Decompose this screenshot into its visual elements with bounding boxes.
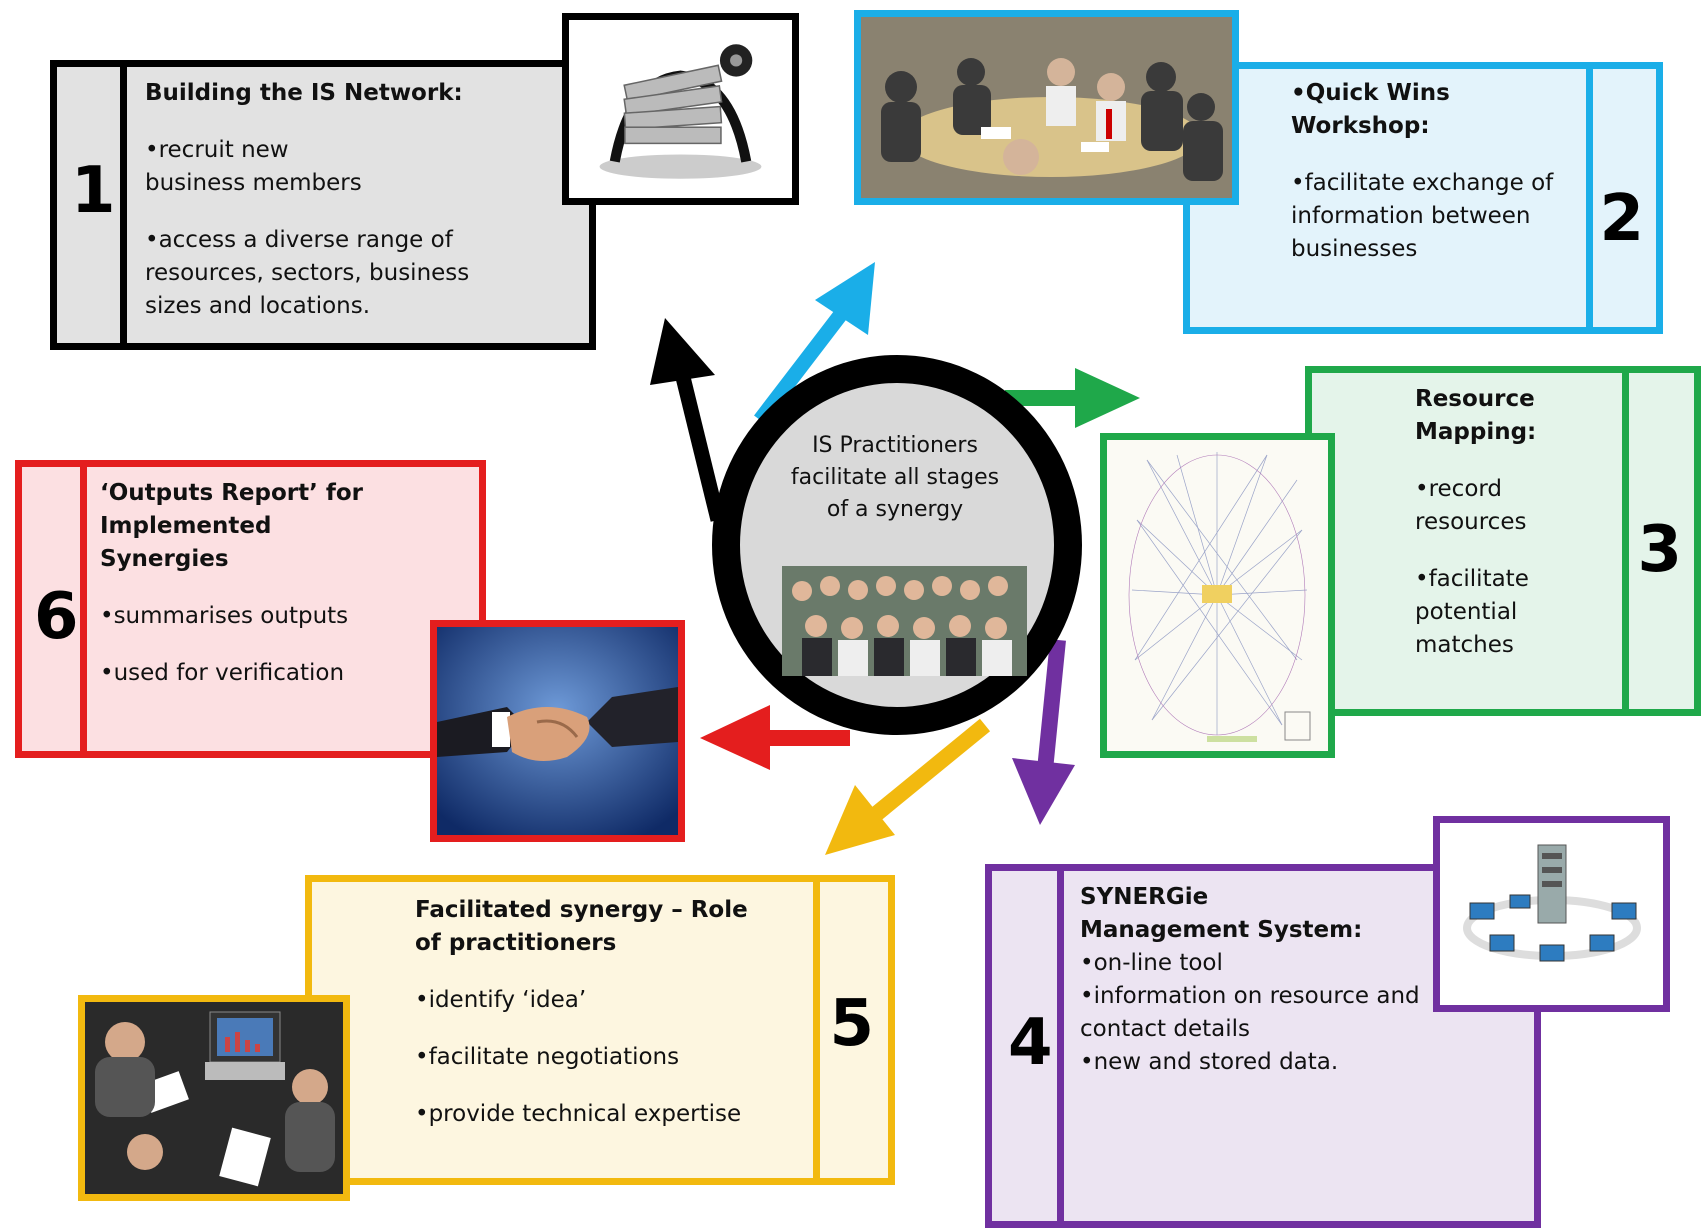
step-2-box: 2 •Quick Wins Workshop: •facilitate exch…	[1183, 62, 1663, 334]
step-6-number: 6	[34, 580, 79, 654]
group-photo-graphic	[782, 566, 1027, 676]
step-5-bullet: •facilitate negotiations	[415, 1044, 680, 1070]
step-6-box: 6 ‘Outputs Report’ for Implemented Syner…	[15, 460, 486, 758]
step-5-number: 5	[829, 987, 874, 1061]
step-6-bullet: •summarises outputs	[100, 603, 349, 629]
step-1-text: Building the IS Network: •recruit new bu…	[145, 77, 475, 323]
handshake-graphic	[437, 627, 678, 835]
arrow-to-step-1	[650, 318, 726, 522]
step-2-bullet: •facilitate exchange of information betw…	[1291, 170, 1554, 262]
step-6-bullet: •used for verification	[100, 660, 345, 686]
step-6-title: ‘Outputs Report’ for Implemented Synergi…	[100, 480, 363, 572]
step-3-bullet: •record resources	[1415, 476, 1527, 535]
step-6-number-strip	[22, 467, 87, 751]
network-map-graphic	[1107, 440, 1328, 751]
step-4-number-strip	[992, 871, 1064, 1221]
rolodex-image	[562, 13, 799, 205]
step-4-title-line-2: Management System:	[1080, 917, 1363, 943]
step-3-title: Resource Mapping:	[1415, 386, 1537, 445]
arrow-to-step-5	[825, 718, 991, 855]
step-5-bullet: •identify ‘idea’	[415, 987, 587, 1013]
step-2-number-strip	[1586, 69, 1656, 327]
step-5-number-strip	[813, 882, 888, 1178]
step-1-title: Building the IS Network:	[145, 80, 463, 106]
step-2-text: •Quick Wins Workshop: •facilitate exchan…	[1291, 77, 1581, 266]
step-3-number-strip	[1622, 373, 1694, 709]
step-4-bullet: •new and stored data.	[1080, 1049, 1339, 1075]
step-1-bullet: •recruit new business members	[145, 137, 362, 196]
meeting-photo	[78, 995, 350, 1201]
step-3-text: Resource Mapping: •record resources •fac…	[1415, 383, 1605, 662]
rolodex-icon	[569, 20, 792, 198]
center-label: IS Practitioners facilitate all stages o…	[790, 433, 1000, 522]
step-1-number-strip	[57, 67, 127, 343]
arrow-to-step-4	[1012, 639, 1075, 825]
step-5-text: Facilitated synergy – Role of practition…	[415, 894, 755, 1131]
step-5-bullet: •provide technical expertise	[415, 1101, 742, 1127]
step-3-box: 3 Resource Mapping: •record resources •f…	[1305, 366, 1701, 716]
step-1-number: 1	[71, 154, 116, 228]
workshop-photo	[854, 10, 1239, 205]
step-4-number: 4	[1008, 1006, 1053, 1080]
step-4-text: SYNERGie Management System: •on-line too…	[1080, 881, 1420, 1079]
meeting-photo-graphic	[85, 1002, 343, 1194]
arrow-to-step-6	[700, 705, 850, 770]
center-circle	[712, 355, 1082, 735]
step-2-title: •Quick Wins Workshop:	[1291, 80, 1450, 139]
resource-map-image	[1100, 433, 1335, 758]
step-6-text: ‘Outputs Report’ for Implemented Synergi…	[100, 477, 400, 690]
handshake-photo	[430, 620, 685, 842]
step-5-title: Facilitated synergy – Role of practition…	[415, 897, 748, 956]
step-3-bullet: •facilitate potential matches	[1415, 566, 1529, 658]
step-2-number: 2	[1599, 182, 1644, 256]
step-4-bullet: •on-line tool	[1080, 950, 1223, 976]
step-3-number: 3	[1637, 513, 1682, 587]
network-server-image	[1433, 816, 1670, 1012]
step-4-bullet: •information on resource and contact det…	[1080, 983, 1420, 1042]
workshop-photo-graphic	[861, 17, 1232, 198]
step-5-box: 5 Facilitated synergy – Role of practiti…	[305, 875, 895, 1185]
practitioners-group-photo	[782, 566, 1027, 676]
arrow-to-step-3	[1005, 368, 1140, 428]
step-1-bullet: •access a diverse range of resources, se…	[145, 227, 470, 319]
step-4-title-line-1: SYNERGie	[1080, 884, 1209, 910]
server-network-icon	[1440, 823, 1663, 1005]
step-1-box: 1 Building the IS Network: •recruit new …	[50, 60, 596, 350]
